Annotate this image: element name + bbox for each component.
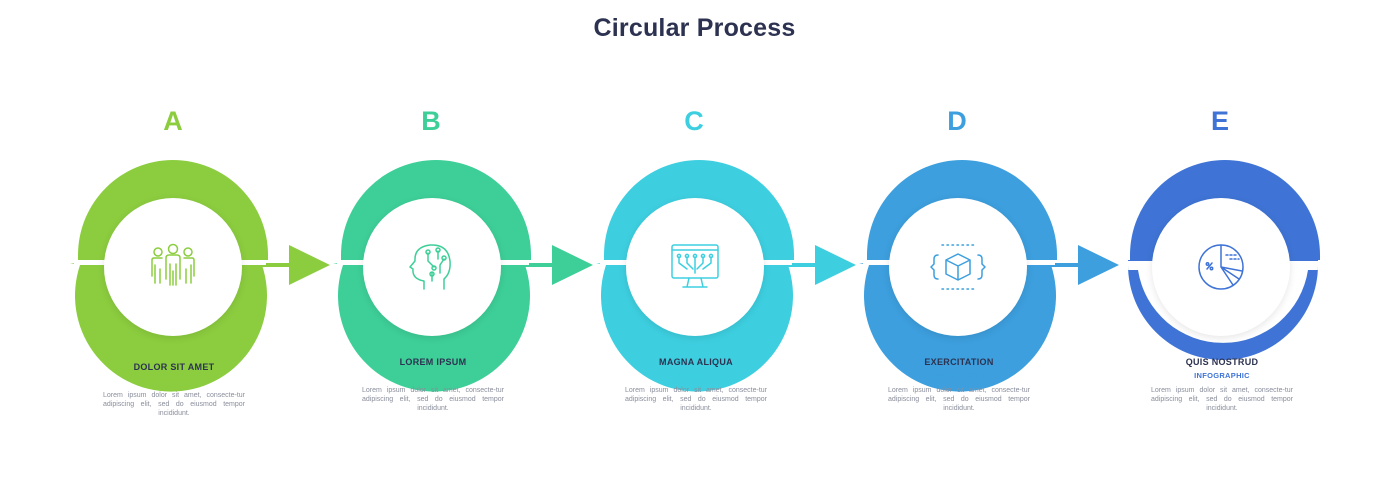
cube-code-icon — [930, 244, 986, 290]
ai-head-icon — [409, 244, 451, 290]
step-subheading: INFOGRAPHIC — [146, 376, 202, 385]
step-description: Lorem ipsum dolor sit amet, consecte-tur… — [103, 392, 245, 417]
process-step-b: B LOREM IPSUM INFOGRAPHIC Lorem ipsum do… — [333, 0, 603, 500]
icon-circle — [1152, 198, 1290, 336]
step-text: LOREM IPSUM INFOGRAPHIC Lorem ipsum dolo… — [358, 357, 508, 413]
step-letter: D — [947, 106, 967, 136]
step-description: Lorem ipsum dolor sit amet, consecte-tur… — [625, 387, 767, 412]
icon-circle — [626, 198, 764, 336]
process-step-a: A DOLOR SIT AMET INFOGRAPHIC Lorem ipsum… — [70, 0, 340, 500]
step-subheading: INFOGRAPHIC — [405, 371, 461, 380]
step-text: EXERCITATION INFOGRAPHIC Lorem ipsum dol… — [884, 357, 1034, 413]
step-heading: MAGNA ALIQUA — [659, 357, 733, 367]
step-subheading: INFOGRAPHIC — [931, 371, 987, 380]
page-title: Circular Process — [593, 14, 796, 42]
step-letter: E — [1210, 106, 1229, 136]
people-icon — [151, 243, 195, 286]
ring-lower — [1128, 265, 1318, 360]
circuit-monitor-icon — [671, 244, 719, 288]
step-text: MAGNA ALIQUA INFOGRAPHIC Lorem ipsum dol… — [621, 357, 771, 413]
step-text: DOLOR SIT AMET INFOGRAPHIC Lorem ipsum d… — [99, 362, 249, 418]
step-heading: EXERCITATION — [924, 357, 994, 367]
step-subheading: INFOGRAPHIC — [668, 371, 724, 380]
step-heading: LOREM IPSUM — [399, 357, 467, 367]
step-description: Lorem ipsum dolor sit amet, consecte-tur… — [1151, 387, 1293, 412]
step-letter: C — [684, 106, 704, 136]
step-description: Lorem ipsum dolor sit amet, consecte-tur… — [362, 387, 504, 412]
step-heading: QUIS NOSTRUD — [1185, 357, 1259, 367]
step-letter: A — [163, 106, 183, 136]
step-subheading: INFOGRAPHIC — [1194, 371, 1250, 380]
icon-circle — [363, 198, 501, 336]
step-text: QUIS NOSTRUD INFOGRAPHIC Lorem ipsum dol… — [1147, 357, 1297, 413]
pie-chart-icon — [1198, 244, 1244, 290]
process-step-d: D EXERCITATION INFOGRAPHIC Lorem ipsum d… — [859, 0, 1129, 500]
step-letter: B — [421, 106, 441, 136]
icon-circle — [104, 198, 242, 336]
process-step-c: C MAGNA ALIQUA INFOGRAPHIC Lorem ipsum d… — [596, 0, 866, 500]
process-step-e: E QUIS NOSTRUD INFOGRAPHIC Lorem ipsum d… — [1122, 0, 1389, 500]
step-description: Lorem ipsum dolor sit amet, consecte-tur… — [888, 387, 1030, 412]
icon-circle — [889, 198, 1027, 336]
step-heading: DOLOR SIT AMET — [133, 362, 215, 372]
